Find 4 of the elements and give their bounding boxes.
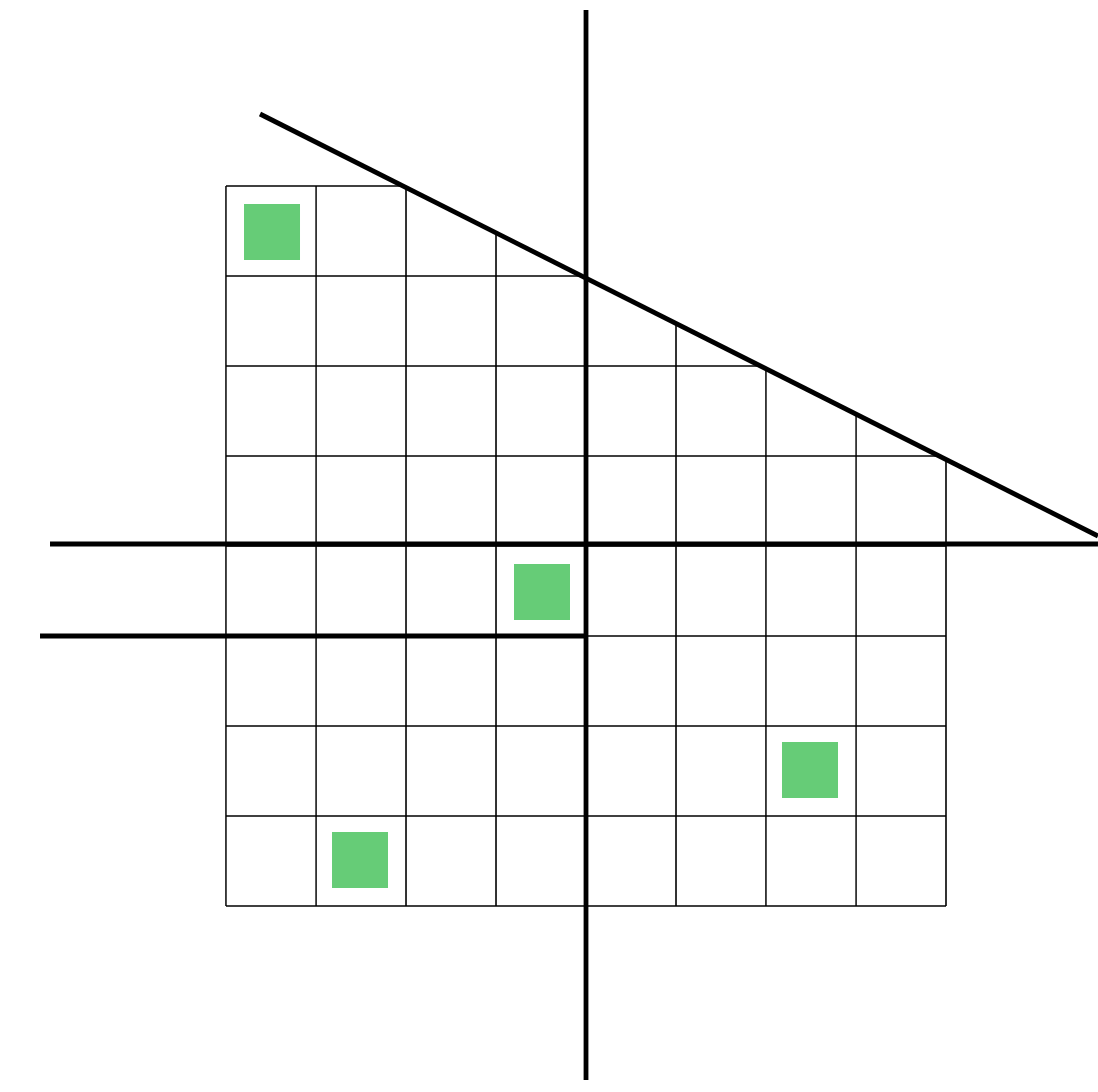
square <box>332 832 388 888</box>
square <box>782 742 838 798</box>
square <box>514 564 570 620</box>
square <box>244 204 300 260</box>
